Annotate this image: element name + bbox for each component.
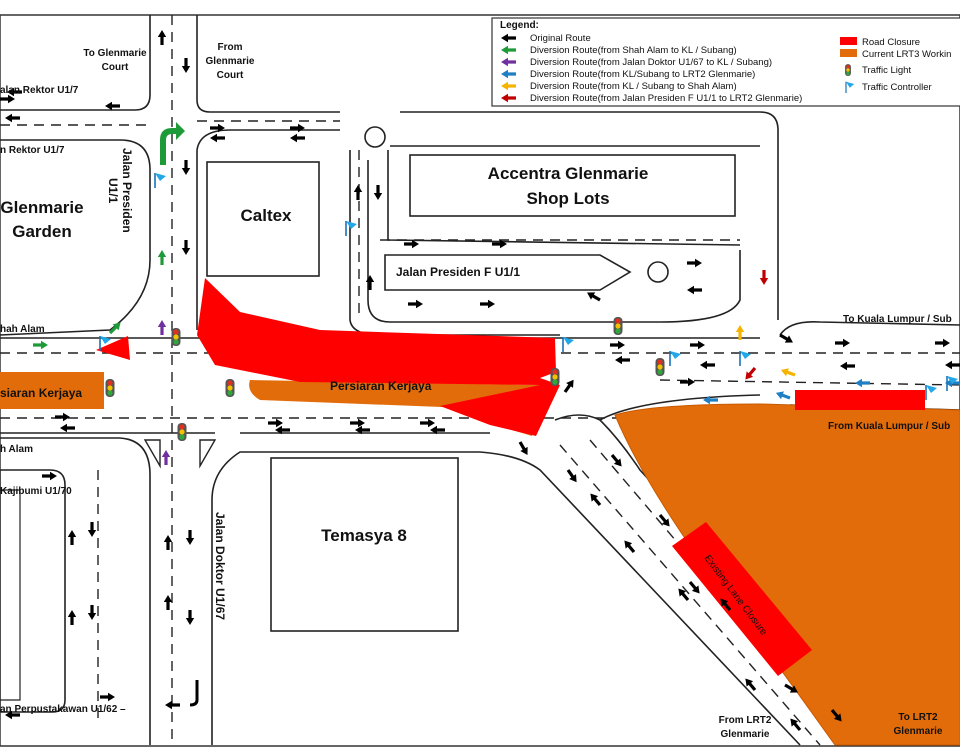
- legend-route-0: Original Route: [530, 33, 591, 44]
- label-accentra-2: Shop Lots: [526, 189, 609, 208]
- label-accentra-1: Accentra Glenmarie: [488, 164, 649, 183]
- traffic-light-icon: [845, 64, 851, 76]
- label-from-lrt2-2: Glenmarie: [721, 729, 770, 740]
- legend-route-3: Diversion Route(from KL/Subang to LRT2 G…: [530, 69, 755, 80]
- traffic-island-right: [199, 439, 217, 469]
- label-jalan-doktor: Jalan Doktor U1/67: [213, 512, 227, 620]
- label-persiaran-kerjaya-center: Persiaran Kerjaya: [330, 379, 432, 393]
- caltex-building: [206, 161, 320, 277]
- legend-marker-3: Traffic Controller: [862, 82, 932, 93]
- legend-route-5: Diversion Route(from Jalan Presiden F U1…: [530, 93, 802, 104]
- temasya-building: [270, 457, 459, 632]
- label-to-kuala-lumpur: To Kuala Lumpur / Sub: [843, 314, 952, 325]
- legend-marker-0: Road Closure: [862, 37, 920, 48]
- label-from-kuala-lumpur: From Kuala Lumpur / Sub: [828, 421, 950, 432]
- road-closure-swatch-icon: [840, 37, 857, 45]
- label-temasya: Temasya 8: [321, 526, 407, 545]
- road-closure-areas: [96, 278, 925, 676]
- label-persiaran-kerjaya-left: siaran Kerjaya: [0, 386, 82, 400]
- svg-text:Jalan PresidenU1/1: Jalan PresidenU1/1: [106, 148, 134, 233]
- u-turn-arrow-icon: [189, 680, 199, 707]
- label-from-glenmarie-court-3: Court: [217, 70, 244, 81]
- legend: Legend: Original Route Diversion Route(f…: [491, 17, 960, 107]
- label-from-lrt2-1: From LRT2: [719, 715, 772, 726]
- legend-box: [491, 17, 960, 107]
- legend-title: Legend:: [500, 20, 539, 31]
- label-shah-alam-upper: hah Alam: [0, 324, 45, 335]
- label-from-glenmarie-court-1: From: [218, 42, 243, 53]
- label-kajibumi: Kajibumi U1/70: [0, 486, 72, 497]
- label-jalan-rektor-top: alan Rektor U1/7: [0, 85, 79, 96]
- label-jalan-rektor-second: n Rektor U1/7: [0, 145, 65, 156]
- legend-route-4: Diversion Route(from KL / Subang to Shah…: [530, 81, 737, 92]
- label-to-lrt2-1: To LRT2: [898, 712, 938, 723]
- label-to-lrt2-2: Glenmarie: [894, 726, 943, 737]
- legend-marker-1: Current LRT3 Workin: [862, 49, 951, 60]
- traffic-island-left: [143, 439, 161, 469]
- legend-route-2: Diversion Route(from Jalan Doktor U1/67 …: [530, 57, 772, 68]
- legend-marker-2: Traffic Light: [862, 65, 911, 76]
- lrt3-works-swatch-icon: [840, 49, 857, 57]
- green-diversion-arrows: [33, 122, 185, 350]
- label-to-glenmarie-court-1: To Glenmarie: [83, 48, 147, 59]
- label-glenmarie-garden-1: Glenmarie: [0, 198, 83, 217]
- roundabout-top: [364, 126, 386, 148]
- label-jalan-presiden-f: Jalan Presiden F U1/1: [396, 265, 520, 279]
- label-caltex: Caltex: [240, 206, 292, 225]
- roundabout-accentra: [647, 261, 669, 283]
- kajibumi-block: [0, 469, 66, 713]
- label-jalan-presiden-1: Jalan Presiden: [120, 148, 134, 233]
- label-from-glenmarie-court-2: Glenmarie: [206, 56, 255, 67]
- label-glenmarie-garden-2: Garden: [12, 222, 72, 241]
- legend-route-1: Diversion Route(from Shah Alam to KL / S…: [530, 45, 737, 56]
- label-to-glenmarie-court-2: Court: [102, 62, 129, 73]
- label-shah-alam-lower: h Alam: [0, 444, 33, 455]
- accentra-building: [409, 154, 736, 217]
- label-jalan-perpustakawan: an Perpustakawan U1/62 –: [0, 704, 126, 715]
- label-jalan-presiden-2: U1/1: [106, 178, 120, 204]
